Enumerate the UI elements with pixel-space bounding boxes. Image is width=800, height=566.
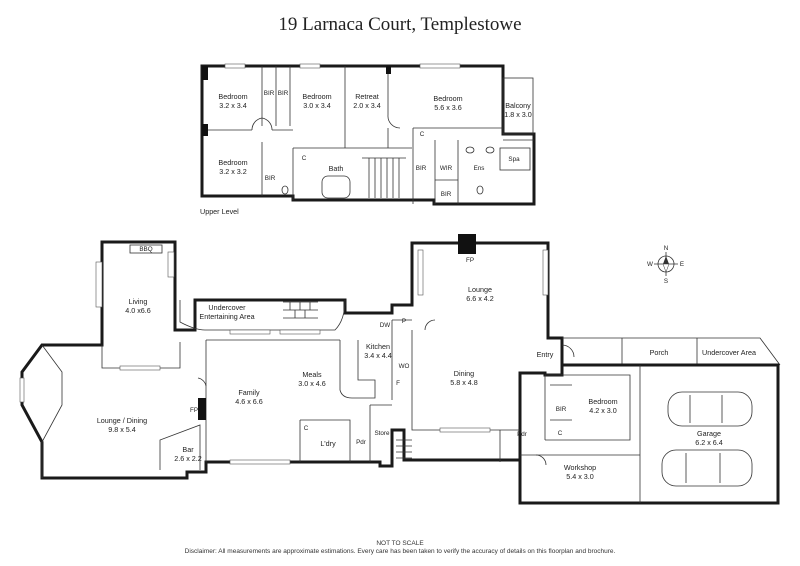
- compass-e: E: [680, 261, 684, 268]
- car-icon-2: [661, 449, 753, 487]
- room-family-size: 4.6 x 6.6: [235, 397, 263, 406]
- room-garage: Garage: [697, 429, 721, 438]
- compass-s: S: [664, 278, 668, 285]
- room-bedroom-ground-size: 4.2 x 3.0: [589, 406, 617, 415]
- room-lounge-size: 6.6 x 4.2: [466, 294, 494, 303]
- fixture-c-upper-2: C: [420, 131, 425, 138]
- room-bedroom-upper-2-size: 3.0 x 3.4: [303, 101, 331, 110]
- room-retreat-size: 2.0 x 3.4: [353, 101, 381, 110]
- fixture-c-laundry: C: [304, 425, 309, 432]
- room-garage-size: 6.2 x 6.4: [695, 438, 723, 447]
- compass-icon: [654, 252, 678, 276]
- fixture-pdr-2: Pdr: [517, 431, 527, 438]
- room-bar-size: 2.6 x 2.2: [174, 454, 202, 463]
- room-family: Family: [238, 388, 260, 397]
- room-master-bedroom-size: 5.6 x 3.6: [434, 103, 462, 112]
- room-kitchen: Kitchen: [366, 342, 390, 351]
- room-spa: Spa: [508, 156, 520, 163]
- room-bedroom-upper-1-size: 3.2 x 3.4: [219, 101, 247, 110]
- fixture-wall-oven: WO: [399, 363, 410, 370]
- car-icon-1: [667, 391, 753, 427]
- fixture-bir-3: BIR: [265, 175, 276, 182]
- fixture-bir-4: BIR: [416, 165, 427, 172]
- room-lounge-dining-size: 9.8 x 5.4: [108, 425, 136, 434]
- fixture-dw: DW: [380, 322, 391, 329]
- room-bedroom-upper-1: Bedroom: [218, 92, 247, 101]
- room-kitchen-size: 3.4 x 4.4: [364, 351, 392, 360]
- room-balcony: Balcony: [505, 101, 531, 110]
- room-retreat: Retreat: [355, 92, 379, 101]
- fixture-c-upper-1: C: [302, 155, 307, 162]
- room-balcony-size: 1.8 x 3.0: [504, 110, 532, 119]
- fixture-bir-ground: BIR: [556, 406, 567, 413]
- room-store: Store: [374, 430, 390, 437]
- room-undercover-area: Undercover Area: [702, 348, 756, 357]
- fixture-fp-family: FP: [190, 407, 198, 414]
- room-living: Living: [129, 297, 148, 306]
- fixture-bir-5: BIR: [441, 191, 452, 198]
- not-to-scale-note: NOT TO SCALE: [376, 540, 424, 547]
- room-workshop: Workshop: [564, 463, 596, 472]
- compass-n: N: [664, 245, 669, 252]
- upper-level-label: Upper Level: [200, 207, 239, 216]
- room-living-size: 4.0 x6.6: [125, 306, 151, 315]
- disclaimer-text: Disclaimer: All measurements are approxi…: [184, 548, 616, 555]
- fixture-bir-1: BIR: [264, 90, 275, 97]
- fixture-pdr-1: Pdr: [356, 439, 366, 446]
- room-workshop-size: 5.4 x 3.0: [566, 472, 594, 481]
- room-laundry: L'dry: [320, 439, 336, 448]
- room-ensuite: Ens: [474, 165, 485, 172]
- room-bedroom-ground: Bedroom: [588, 397, 617, 406]
- fixture-pantry: P: [402, 318, 406, 325]
- fixture-bbq: BBQ: [139, 246, 152, 253]
- room-bedroom-upper-3-size: 3.2 x 3.2: [219, 167, 247, 176]
- room-wir: WIR: [440, 165, 453, 172]
- room-lounge-dining: Lounge / Dining: [97, 416, 147, 425]
- room-undercover-entertaining-2: Entertaining Area: [199, 312, 254, 321]
- upper-level: [200, 63, 536, 206]
- room-bedroom-upper-3: Bedroom: [218, 158, 247, 167]
- room-meals: Meals: [302, 370, 322, 379]
- room-master-bedroom: Bedroom: [433, 94, 462, 103]
- room-bath: Bath: [329, 164, 344, 173]
- room-dining: Dining: [454, 369, 474, 378]
- plan-title: 19 Larnaca Court, Templestowe: [278, 14, 522, 35]
- ground-level: [19, 234, 781, 505]
- fixture-fp-lounge: FP: [466, 257, 474, 264]
- room-meals-size: 3.0 x 4.6: [298, 379, 326, 388]
- room-bar: Bar: [182, 445, 194, 454]
- fixture-c-bedroom: C: [558, 430, 563, 437]
- room-dining-size: 5.8 x 4.8: [450, 378, 478, 387]
- fixture-fridge: F: [396, 380, 400, 387]
- room-porch: Porch: [650, 348, 669, 357]
- room-lounge: Lounge: [468, 285, 492, 294]
- room-entry: Entry: [537, 350, 554, 359]
- room-undercover-entertaining: Undercover: [208, 303, 246, 312]
- compass-w: W: [647, 261, 653, 268]
- footer: NOT TO SCALE Disclaimer: All measurement…: [0, 540, 800, 556]
- room-bedroom-upper-2: Bedroom: [302, 92, 331, 101]
- fixture-bir-2: BIR: [278, 90, 289, 97]
